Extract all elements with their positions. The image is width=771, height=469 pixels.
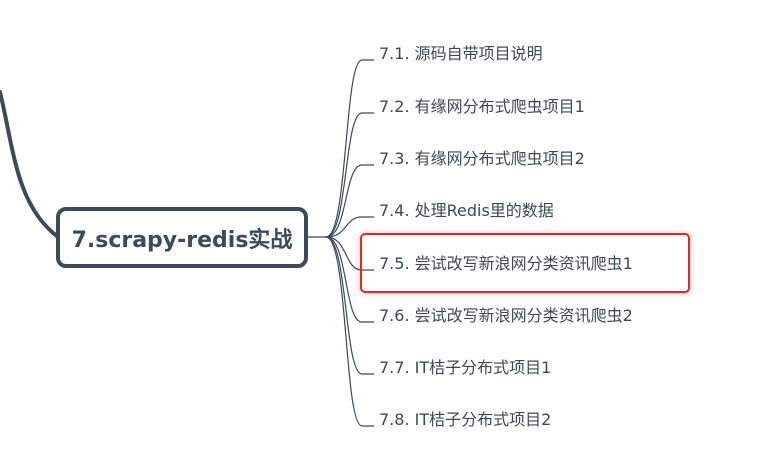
- branch-connector-line: [325, 236, 374, 271]
- branch-connector-line: [325, 236, 374, 323]
- branch-connector-line: [325, 164, 374, 238]
- branch-topic-7-1[interactable]: 7.1. 源码自带项目说明: [379, 42, 543, 66]
- branch-topic-7-2[interactable]: 7.2. 有缘网分布式爬虫项目1: [379, 95, 585, 119]
- branch-topic-7-7[interactable]: 7.7. IT桔子分布式项目1: [379, 356, 551, 380]
- branch-topic-7-4[interactable]: 7.4. 处理Redis里的数据: [379, 199, 554, 223]
- branch-topic-label: 7.2. 有缘网分布式爬虫项目1: [379, 97, 585, 116]
- branch-topic-label: 7.7. IT桔子分布式项目1: [379, 358, 552, 377]
- branch-topic-7-5[interactable]: 7.5. 尝试改写新浪网分类资讯爬虫1: [379, 252, 633, 276]
- branch-connector-line: [325, 59, 374, 238]
- branch-topic-label: 7.5. 尝试改写新浪网分类资讯爬虫1: [379, 254, 633, 273]
- central-topic-node[interactable]: 7.scrapy-redis实战: [56, 207, 308, 268]
- branch-topic-label: 7.1. 源码自带项目说明: [379, 44, 543, 63]
- branch-connector-line: [325, 216, 374, 238]
- branch-topic-label: 7.4. 处理Redis里的数据: [379, 201, 554, 220]
- branch-topic-label: 7.6. 尝试改写新浪网分类资讯爬虫2: [379, 306, 633, 325]
- branch-topic-7-3[interactable]: 7.3. 有缘网分布式爬虫项目2: [379, 147, 585, 171]
- central-topic-label: 7.scrapy-redis实战: [71, 227, 293, 253]
- parent-connector-line: [0, 90, 60, 239]
- branch-connector-line: [325, 236, 374, 375]
- branch-lines: [325, 59, 374, 427]
- branch-topic-7-6[interactable]: 7.6. 尝试改写新浪网分类资讯爬虫2: [379, 304, 633, 328]
- branch-topic-label: 7.8. IT桔子分布式项目2: [379, 410, 552, 429]
- branch-topic-label: 7.3. 有缘网分布式爬虫项目2: [379, 149, 585, 168]
- branch-connector-line: [325, 236, 374, 427]
- branch-connector-line: [325, 112, 374, 238]
- branch-topic-7-8[interactable]: 7.8. IT桔子分布式项目2: [379, 408, 551, 432]
